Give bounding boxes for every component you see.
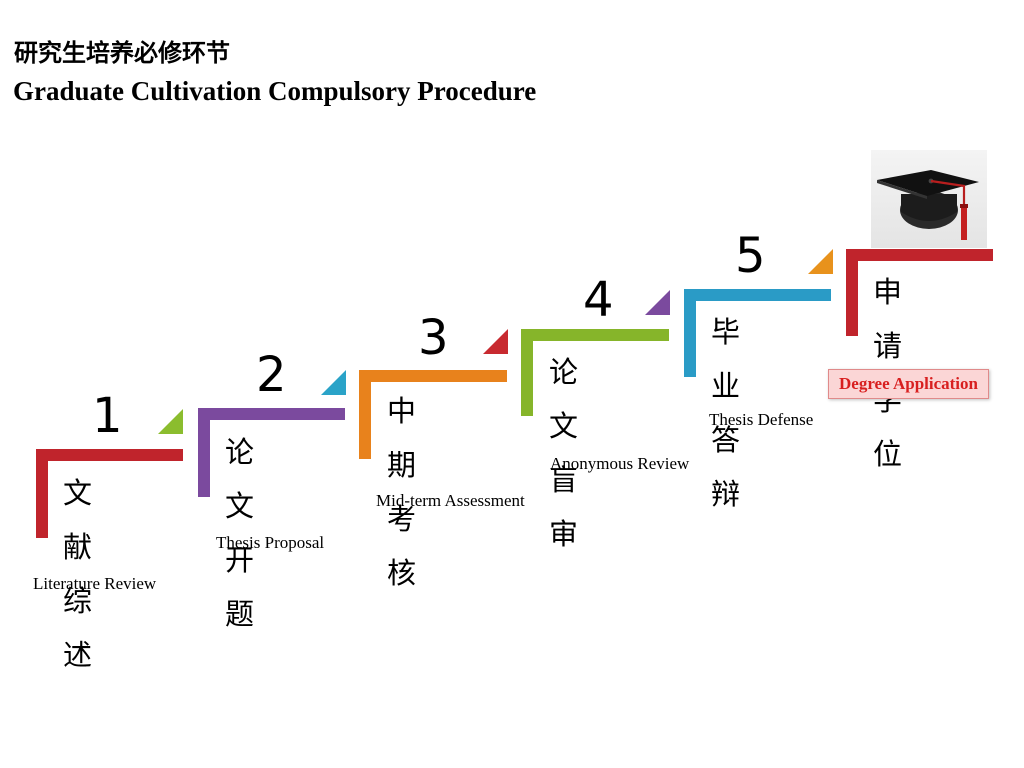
step-5-arrow-icon xyxy=(808,249,833,274)
step-5-cn-label: 毕业 答辩 xyxy=(711,315,742,511)
step-3-number: 3 xyxy=(418,310,449,366)
step-4-number: 4 xyxy=(583,272,614,328)
step-4-cn-label: 论文 盲审 xyxy=(549,355,580,551)
page-title-cn: 研究生培养必修环节 xyxy=(14,39,230,67)
degree-application-badge: Degree Application xyxy=(828,369,989,399)
step-4-arrow-icon xyxy=(645,290,670,315)
step-2-number: 2 xyxy=(256,347,287,403)
step-2-cn-label: 论文 开题 xyxy=(225,435,256,631)
step-1-number: 1 xyxy=(92,388,123,444)
graduation-cap-icon xyxy=(877,170,979,240)
step-1-cn-label: 文献 综述 xyxy=(63,476,94,672)
step-3-arrow-icon xyxy=(483,329,508,354)
step-1-arrow-icon xyxy=(158,409,183,434)
step-3-bar xyxy=(359,370,507,459)
step-4-bar xyxy=(521,329,669,416)
step-1-en-label: Literature Review xyxy=(33,574,157,593)
graduation-cap-image xyxy=(871,150,987,248)
step-2-en-label: Thesis Proposal xyxy=(216,533,325,552)
step-4-en-label: Anonymous Review xyxy=(550,454,690,473)
step-degree-cn-label: 申请 学位 xyxy=(873,275,904,471)
step-2-arrow-icon xyxy=(321,370,346,395)
step-5-en-label: Thesis Defense xyxy=(709,410,814,429)
step-degree-bar xyxy=(846,249,993,336)
step-3-en-label: Mid-term Assessment xyxy=(376,491,525,510)
step-3-cn-label: 中期 考核 xyxy=(387,394,418,590)
step-2-bar xyxy=(198,408,345,497)
step-5-bar xyxy=(684,289,831,377)
step-1-bar xyxy=(36,449,183,538)
step-5-number: 5 xyxy=(735,228,766,284)
page-title-en: Graduate Cultivation Compulsory Procedur… xyxy=(13,76,537,106)
